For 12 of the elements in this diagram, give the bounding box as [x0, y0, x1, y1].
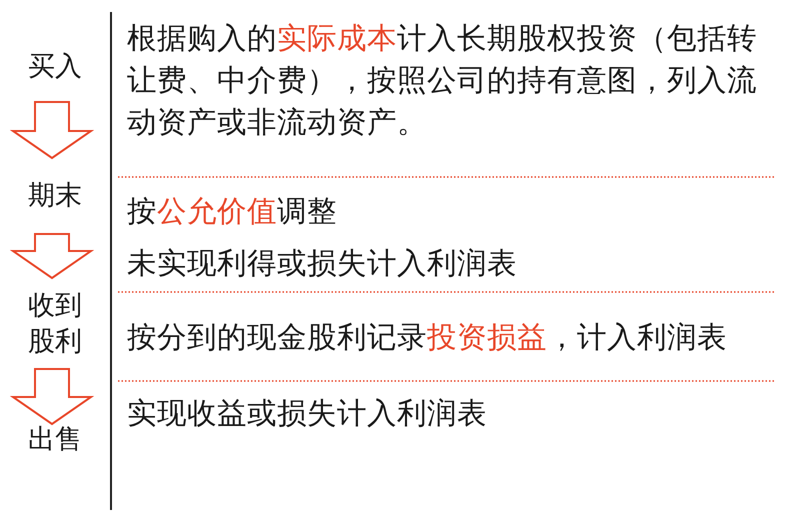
down-arrow — [10, 101, 94, 160]
stage-label: 收到股利 — [27, 289, 83, 358]
description-text: 实现收益或损失计入利润表 — [127, 395, 488, 432]
stage-label: 出售 — [27, 423, 83, 458]
description-text: 按分到的现金股利记录投资损益，计入利润表 — [127, 319, 728, 356]
down-arrow — [10, 368, 94, 426]
down-arrow — [10, 233, 94, 280]
stage-label: 买入 — [27, 50, 83, 84]
description-text: 未实现利得或损失计入利润表 — [127, 245, 518, 282]
description-text: 根据购入的实际成本计入长期股权投资（包括转让费、中介费），按照公司的持有意图，列入流动资产或非流动资产。 — [127, 20, 758, 141]
description-text: 按公允价值调整 — [127, 193, 338, 230]
stage-label: 期末 — [27, 179, 83, 214]
